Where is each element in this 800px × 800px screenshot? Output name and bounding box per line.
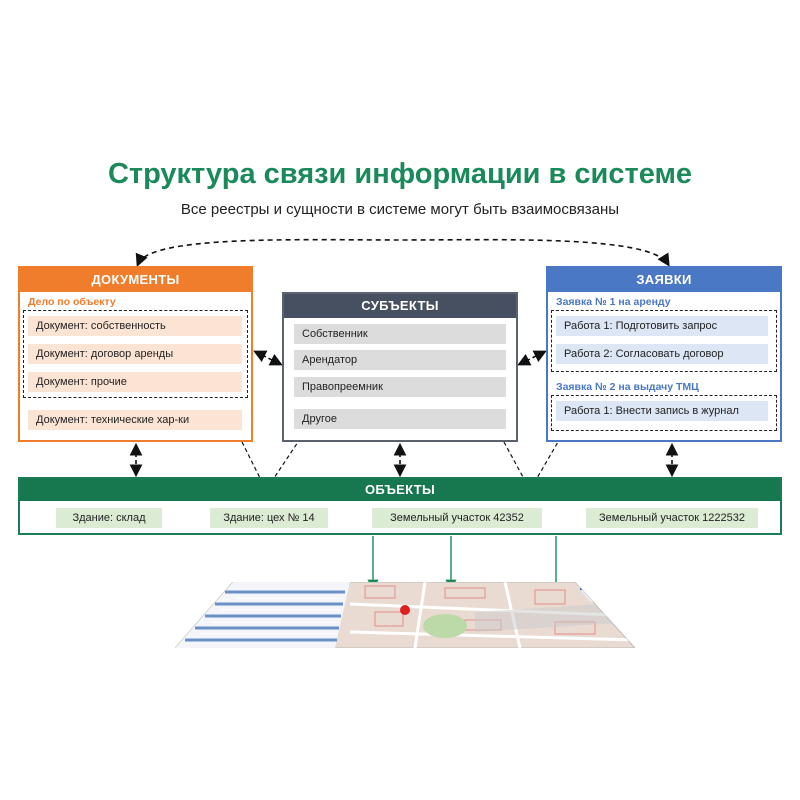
- arc-documents-requests: [135, 238, 670, 267]
- subject-item[interactable]: Собственник: [294, 324, 506, 344]
- objects-header: ОБЪЕКТЫ: [20, 479, 780, 501]
- documents-group-box: [23, 310, 248, 398]
- funnel-left: [241, 441, 299, 492]
- documents-group-label: Дело по объекту: [28, 296, 116, 308]
- link-subjects-requests: [517, 350, 547, 366]
- page-subtitle: Все реестры и сущности в системе могут б…: [180, 201, 620, 218]
- subject-item[interactable]: Другое: [294, 409, 506, 429]
- object-item[interactable]: Здание: цех № 14: [210, 508, 328, 528]
- subject-item[interactable]: Арендатор: [294, 350, 506, 370]
- subject-item[interactable]: Правопреемник: [294, 377, 506, 397]
- map-screenshot-thumbnail: [175, 582, 635, 648]
- object-item[interactable]: Здание: склад: [56, 508, 162, 528]
- document-item[interactable]: Документ: технические хар-ки: [28, 410, 242, 430]
- objects-panel: ОБЪЕКТЫ Здание: склад Здание: цех № 14 З…: [18, 477, 782, 535]
- request-group-box: [551, 310, 777, 372]
- document-item[interactable]: Документ: договор аренды: [28, 344, 242, 364]
- requests-panel: ЗАЯВКИ Заявка № 1 на аренду Работа 1: По…: [546, 266, 782, 442]
- document-item[interactable]: Документ: прочие: [28, 372, 242, 392]
- page-title: Структура связи информации в системе: [107, 158, 693, 190]
- documents-header: ДОКУМЕНТЫ: [20, 268, 251, 292]
- link-documents-subjects: [253, 350, 283, 366]
- request-group-label: Заявка № 1 на аренду: [556, 296, 671, 308]
- object-item[interactable]: Земельный участок 1222532: [586, 508, 758, 528]
- document-item[interactable]: Документ: собственность: [28, 316, 242, 336]
- request-group-box: [551, 395, 777, 431]
- object-item[interactable]: Земельный участок 42352: [372, 508, 542, 528]
- request-work-item[interactable]: Работа 1: Подготовить запрос: [556, 316, 768, 336]
- request-group-label: Заявка № 2 на выдачу ТМЦ: [556, 381, 699, 393]
- documents-panel: ДОКУМЕНТЫ Дело по объекту Документ: собс…: [18, 266, 253, 442]
- request-work-item[interactable]: Работа 1: Внести запись в журнал: [556, 401, 768, 421]
- subjects-panel: СУБЪЕКТЫ Собственник Арендатор Правопрее…: [282, 292, 518, 442]
- funnel-right: [503, 441, 559, 492]
- requests-header: ЗАЯВКИ: [548, 268, 780, 292]
- request-work-item[interactable]: Работа 2: Согласовать договор: [556, 344, 768, 364]
- subjects-header: СУБЪЕКТЫ: [284, 294, 516, 318]
